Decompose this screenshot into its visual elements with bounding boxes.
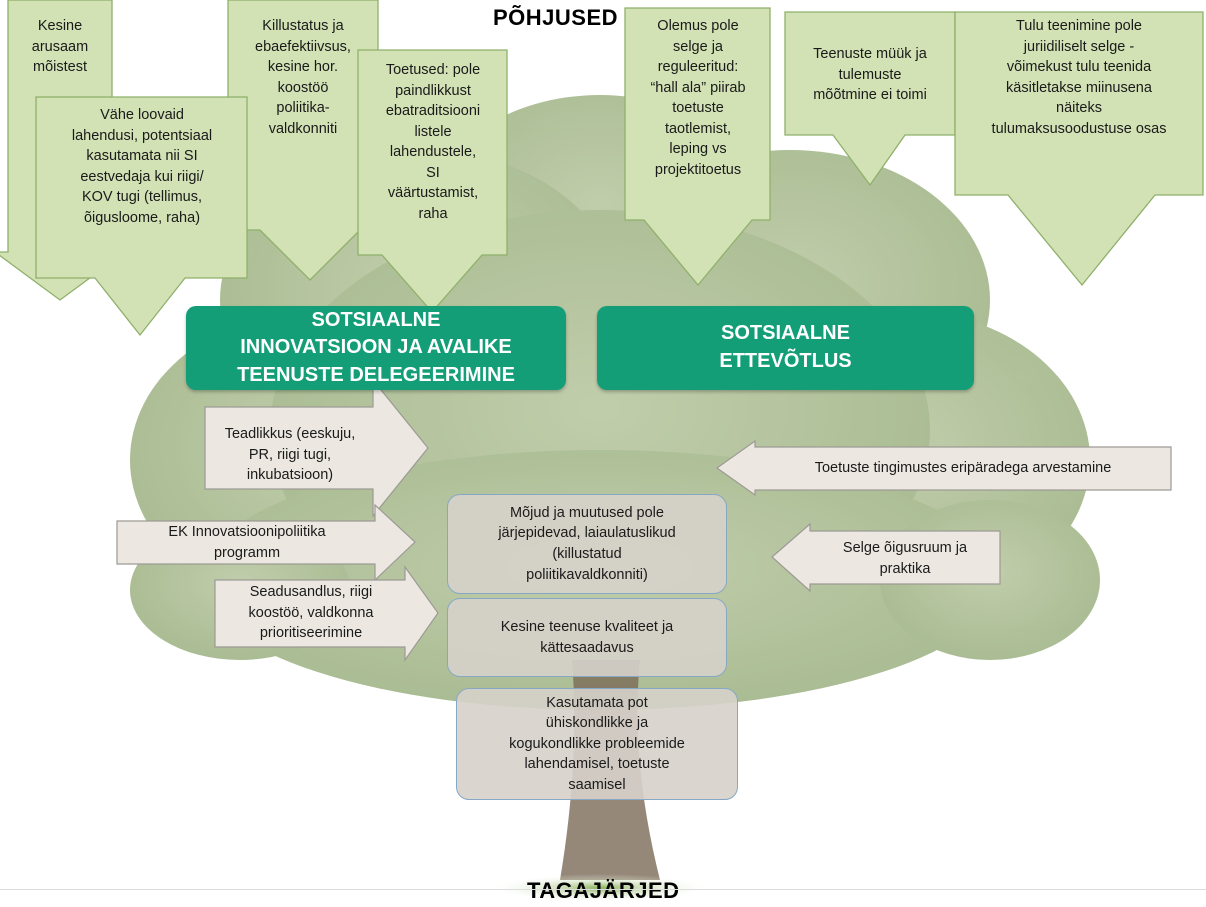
effect-box-3: Kasutamata pot ühiskondlikke ja kogukond… — [456, 688, 738, 800]
cause-text-3: Killustatus ja ebaefektiivsus, kesine ho… — [255, 18, 351, 137]
grass-patch — [490, 874, 710, 902]
effect-box-2: Kesine teenuse kvaliteet ja kättesaadavu… — [447, 598, 727, 677]
effects-heading: TAGAJÄRJED — [527, 878, 680, 903]
cause-text-5: Olemus pole selge ja reguleeritud: “hall… — [650, 18, 746, 179]
cause-text-4: Toetused: pole paindlikkust ebatraditsio… — [385, 62, 481, 223]
solution-text-4: Toetuste tingimustes eripäradega arvesta… — [814, 460, 1112, 476]
main-box-social-enterprise: SOTSIAALNE ETTEVÕTLUS — [597, 306, 974, 390]
cause-text-2: Vähe loovaid lahendusi, potentsiaal kasu… — [71, 107, 213, 226]
cause-text-6: Teenuste müük ja tulemuste mõõtmine ei t… — [813, 46, 927, 104]
bottom-divider — [0, 889, 1206, 890]
cause-text-1: Kesine arusaam mõistest — [31, 18, 89, 76]
causes-heading: PÕHJUSED — [493, 5, 619, 30]
main-box-social-innovation: SOTSIAALNE INNOVATSIOON JA AVALIKE TEENU… — [186, 306, 566, 390]
effect-box-1: Mõjud ja muutused pole järjepidevad, lai… — [447, 494, 727, 594]
solution-text-2: EK Innovatsioonipoliitika programm — [168, 524, 326, 561]
cause-text-7: Tulu teenimine pole juriidiliselt selge … — [991, 18, 1167, 137]
solution-text-3: Seadusandlus, riigi koostöö, valdkonna p… — [248, 584, 374, 642]
solution-text-5: Selge õigusruum ja praktika — [842, 540, 968, 577]
solution-text-1: Teadlikkus (eeskuju, PR, riigi tugi, ink… — [224, 426, 356, 484]
